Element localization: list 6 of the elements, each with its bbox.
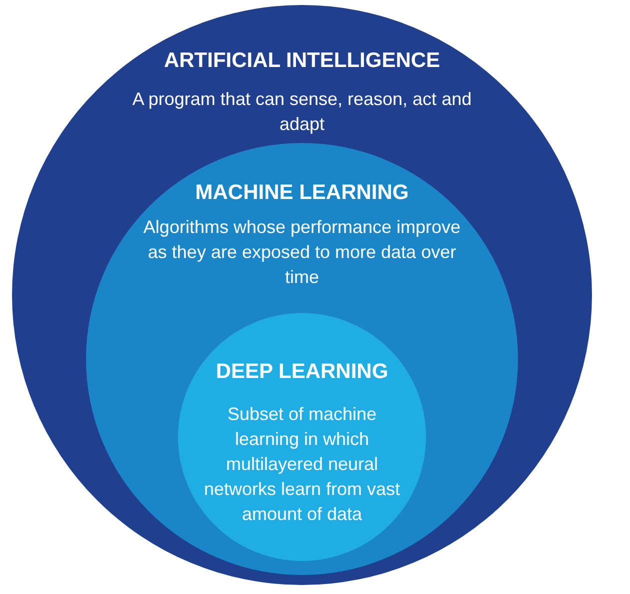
circle-description: Algorithms whose performance improve as they are exposed to more data over time [142,216,462,289]
circle-heading: MACHINE LEARNING [195,181,409,205]
circle-heading: ARTIFICIAL INTELLIGENCE [164,49,440,73]
circle-description: Subset of machine learning in which multilayered neural networks learn from vast amount of data [202,403,402,526]
circle-description: A program that can sense, reason, act and adapt [131,88,473,136]
circle-heading: DEEP LEARNING [216,360,388,384]
